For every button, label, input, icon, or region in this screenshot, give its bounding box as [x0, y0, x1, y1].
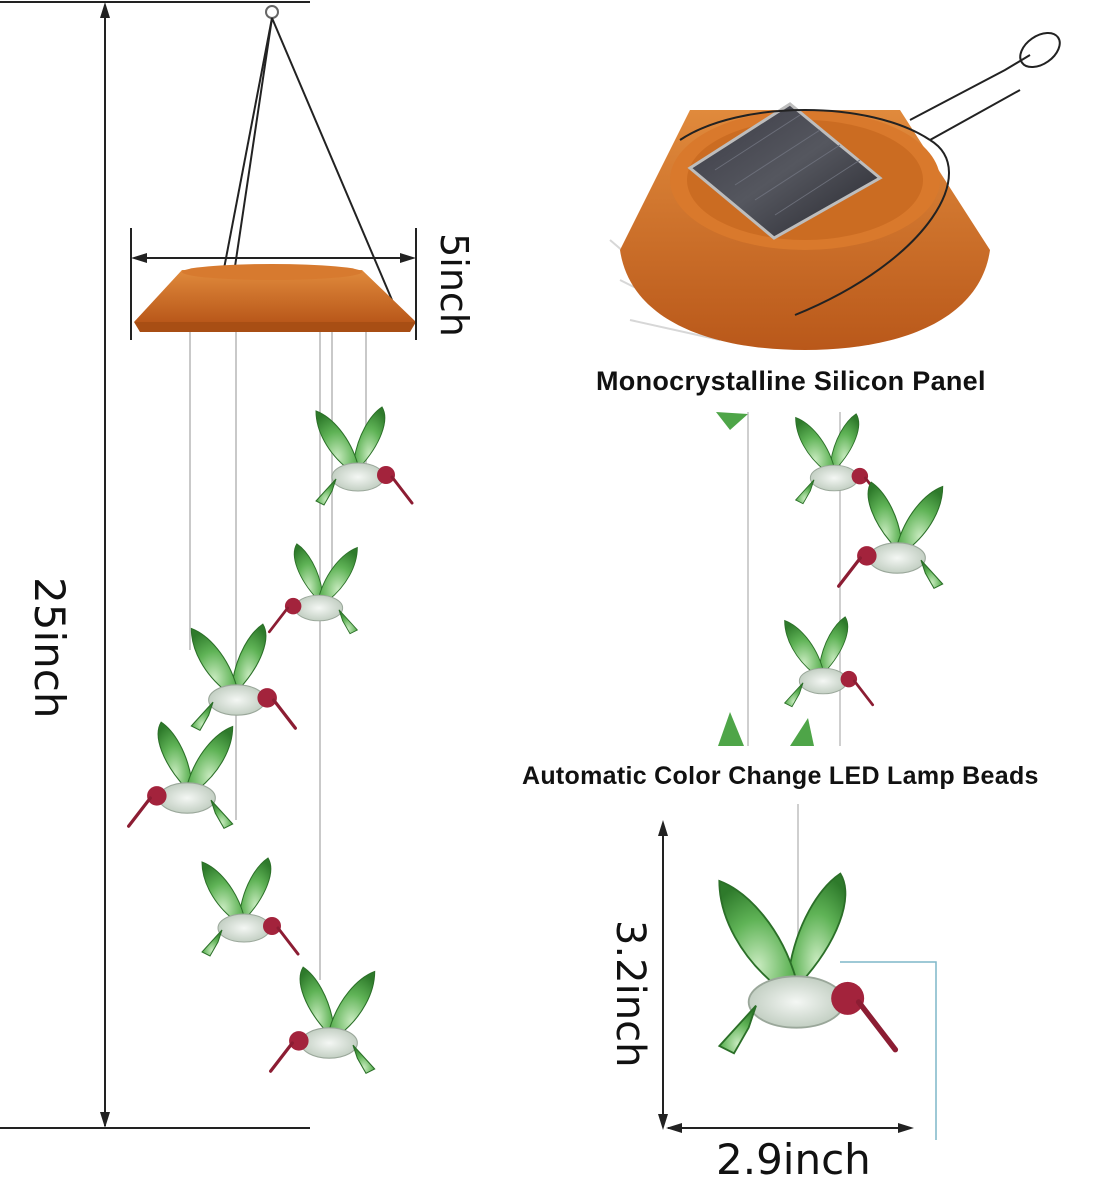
solar-panel-photo — [609, 31, 1061, 350]
total-height-label: 25inch — [25, 577, 74, 719]
panel-caption: Monocrystalline Silicon Panel — [596, 366, 986, 396]
top-width-label: 5inch — [432, 233, 476, 337]
guide-lines — [840, 961, 937, 1140]
bird-width-dimension — [666, 1123, 914, 1133]
hummingbird-closeup-photo — [719, 804, 895, 1053]
bird-height-dimension — [658, 820, 668, 1130]
hanging-strings — [217, 5, 393, 301]
top-width-dimension — [130, 228, 417, 340]
bird-width-label: 2.9inch — [716, 1135, 871, 1184]
total-height-dimension — [0, 1, 310, 1129]
led-caption: Automatic Color Change LED Lamp Beads — [522, 762, 1039, 790]
hummingbirds-cluster — [126, 405, 414, 1076]
led-birds-photo — [716, 412, 945, 746]
chime-top-base — [134, 264, 416, 332]
chime-threads — [189, 332, 367, 980]
bird-height-label: 3.2inch — [607, 920, 653, 1068]
